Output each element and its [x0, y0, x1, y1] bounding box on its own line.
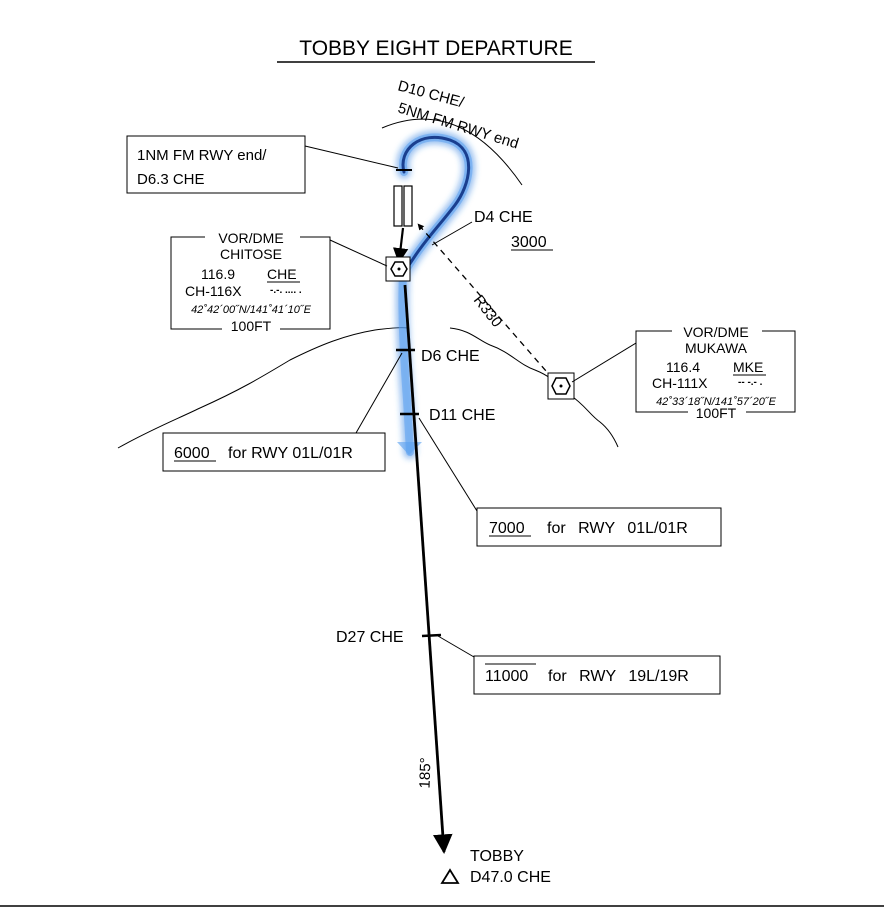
waypoint-distance: D47.0 CHE [470, 869, 551, 886]
chitose-ident: CHE [267, 266, 297, 282]
altitude-11000-value: 11000 [485, 668, 528, 685]
route-highlight [395, 130, 476, 459]
chitose-morse: -.-. .... . [270, 285, 302, 296]
mukawa-info-box: VOR/DME MUKAWA 116.4 MKE CH-111X -- -.- … [635, 323, 796, 421]
altitude-7000-value: 7000 [489, 520, 525, 537]
coastline-west [117, 327, 409, 449]
coastline-east [449, 327, 619, 448]
mukawa-name: MUKAWA [685, 340, 748, 356]
mukawa-frequency: 116.4 [666, 359, 700, 375]
mukawa-coords: 42˚33´18˝N/141˚57´20˝E [656, 396, 777, 408]
altitude-box-6000: 6000 for RWY 01L/01R [162, 432, 386, 472]
chitose-vor-symbol [385, 256, 411, 282]
mukawa-elevation: 100FT [696, 405, 737, 421]
d4-altitude: 3000 [511, 234, 547, 251]
course-label-group: 185° [414, 752, 435, 792]
altitude-6000-text: for RWY 01L/01R [228, 445, 353, 462]
chitose-elevation: 100FT [231, 318, 272, 334]
tobby-waypoint-icon [440, 868, 460, 884]
mukawa-ident: MKE [733, 359, 763, 375]
chitose-frequency: 116.9 [201, 266, 235, 282]
mukawa-type: VOR/DME [683, 324, 748, 340]
turn-point-leader [304, 145, 399, 169]
chitose-leader [329, 239, 388, 267]
mukawa-leader [571, 342, 637, 383]
fix-label-d27: D27 CHE [336, 629, 404, 646]
mukawa-morse: -- -.- . [738, 377, 763, 388]
altitude-6000-leader [355, 352, 403, 434]
chitose-channel: CH-116X [185, 283, 242, 299]
course-label: 185° [416, 757, 434, 789]
altitude-7000-leader [418, 417, 478, 512]
altitude-box-11000: 11000 for RWY 19L/19R [473, 655, 721, 695]
d4-leader [431, 221, 473, 246]
chitose-coords: 42˚42´00˝N/141˚41´10˝E [191, 304, 312, 316]
altitude-11000-text: for RWY 19L/19R [548, 668, 689, 685]
radial-label: R330 [470, 292, 505, 331]
turn-point-line2: D6.3 CHE [137, 171, 205, 188]
chitose-type: VOR/DME [218, 230, 283, 246]
waypoint-name: TOBBY [470, 848, 524, 865]
altitude-box-7000: 7000 for RWY 01L/01R [476, 507, 722, 547]
altitude-7000-text: for RWY 01L/01R [547, 520, 688, 537]
r330-radial [417, 223, 554, 380]
main-track [403, 284, 453, 854]
fix-label-d11: D11 CHE [429, 407, 495, 424]
fix-tick-d27 [421, 633, 442, 638]
chitose-name: CHITOSE [220, 246, 282, 262]
chart-title: TOBBY EIGHT DEPARTURE [299, 37, 572, 60]
runway [393, 185, 413, 227]
chitose-info-box: VOR/DME CHITOSE 116.9 CHE CH-116X -.-. .… [170, 229, 331, 334]
d10-arc [381, 118, 523, 186]
altitude-6000-value: 6000 [174, 445, 210, 462]
runway-departure-arrow [392, 227, 409, 264]
turn-point-box: 1NM FM RWY end/ D6.3 CHE [126, 135, 306, 194]
mukawa-vor-symbol [547, 372, 575, 400]
d4-fix-label: D4 CHE [474, 209, 533, 226]
fix-label-d6: D6 CHE [421, 348, 480, 365]
turn-point-line1: 1NM FM RWY end/ [137, 147, 267, 164]
altitude-11000-leader [437, 635, 475, 658]
mukawa-channel: CH-111X [652, 375, 708, 391]
